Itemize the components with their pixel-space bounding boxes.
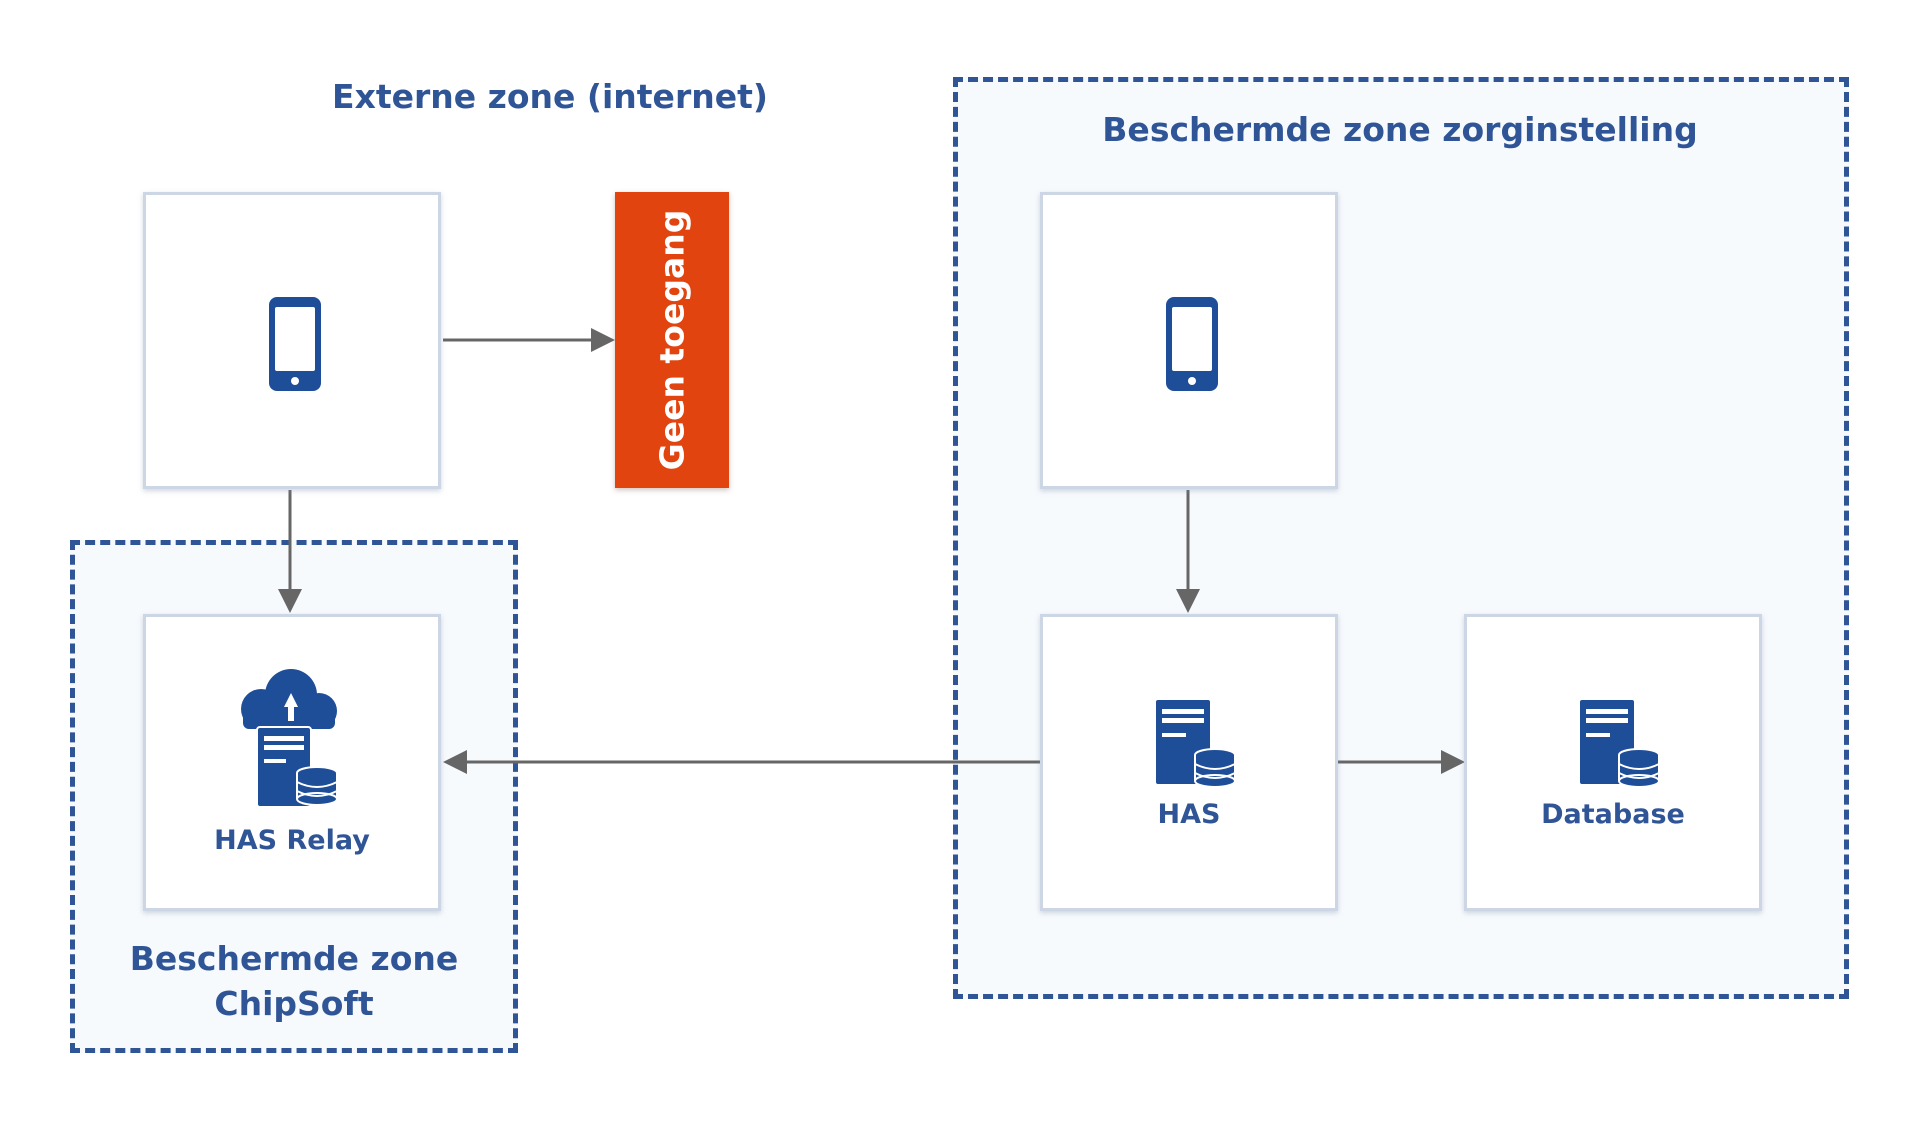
server-database-icon — [1154, 698, 1236, 788]
node-database: Database — [1464, 614, 1762, 911]
node-internal-device — [1040, 192, 1338, 489]
zone-chipsoft-title-line1: Beschermde zone — [129, 939, 459, 978]
mobile-device-icon — [1166, 297, 1218, 391]
zone-chipsoft-title-line2: ChipSoft — [214, 984, 374, 1023]
node-external-device — [143, 192, 441, 489]
zone-external-title: Externe zone (internet) — [332, 77, 768, 116]
has-label: HAS — [1157, 799, 1221, 830]
node-has: HAS — [1040, 614, 1338, 911]
database-label: Database — [1541, 799, 1685, 830]
node-has-relay: HAS Relay — [143, 614, 441, 911]
zone-care-title: Beschermde zone zorginstelling — [1102, 110, 1698, 149]
cloud-server-icon — [241, 669, 338, 808]
has-relay-label: HAS Relay — [214, 825, 370, 856]
node-no-access: Geen toegang — [615, 192, 729, 488]
no-access-label: Geen toegang — [652, 209, 692, 471]
mobile-device-icon — [269, 297, 321, 391]
server-database-icon — [1578, 698, 1660, 788]
